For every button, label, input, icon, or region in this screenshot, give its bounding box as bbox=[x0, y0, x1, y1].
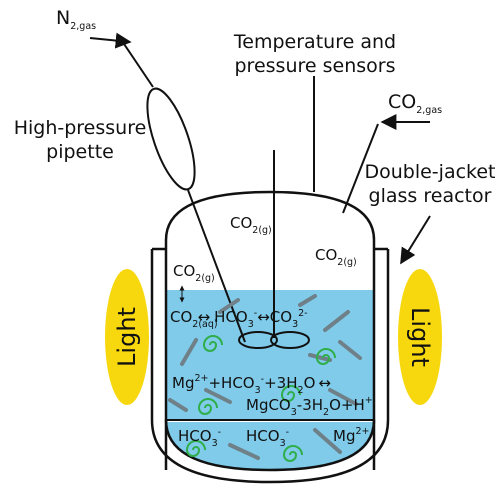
headspace-co2-center: CO2(g) bbox=[230, 214, 272, 236]
headspace-co2-left: CO2(g) bbox=[173, 262, 215, 284]
reactor-callout-arrow bbox=[400, 215, 431, 265]
pipette-label-line1: High-pressure bbox=[14, 117, 147, 139]
particle-rods bbox=[168, 294, 362, 460]
inner-reactor bbox=[164, 190, 376, 470]
left-lamp bbox=[105, 269, 149, 405]
outer-jacket bbox=[150, 249, 390, 484]
pipette-bulb bbox=[146, 87, 196, 191]
sediment-hco3-left: HCO3- bbox=[178, 427, 221, 449]
carbonate-equilibria: CO2(aq)↔HCO3-↔CO32- bbox=[170, 308, 308, 330]
reaction-line-1: Mg2++HCO3-+3H2O↔ bbox=[172, 373, 331, 396]
n2-gas-label: N2,gas bbox=[56, 7, 96, 32]
algae-spirals bbox=[185, 335, 336, 462]
headspace-co2-right: CO2(g) bbox=[315, 246, 357, 268]
right-lamp-label: Light bbox=[406, 307, 434, 367]
co2-inlet-tube bbox=[342, 123, 379, 214]
sensors-label-line1: Temperature and bbox=[233, 31, 396, 53]
sediment-hco3-middle: HCO3- bbox=[246, 427, 289, 449]
sediment-mg: Mg2+ bbox=[333, 426, 369, 445]
stirrer-blade-right bbox=[270, 331, 310, 349]
left-lamp-label: Light bbox=[113, 307, 141, 367]
pipette-tube-lower bbox=[187, 189, 246, 343]
reaction-line-2: MgCO3-3H2O+H+ bbox=[246, 395, 373, 418]
pipette-tube-upper bbox=[119, 37, 154, 88]
n2-inlet-arrow bbox=[89, 32, 132, 49]
right-lamp bbox=[398, 269, 442, 405]
co2-gas-label: CO2,gas bbox=[388, 91, 442, 116]
stirrer-blade-left bbox=[238, 331, 278, 349]
reactor-label-line2: glass reactor bbox=[369, 185, 492, 207]
sensors-label-line2: pressure sensors bbox=[235, 55, 396, 77]
reactor-label-line1: Double-jacket bbox=[364, 161, 495, 183]
pipette-label-line2: pipette bbox=[46, 141, 114, 163]
liquid-phase bbox=[166, 290, 374, 420]
inner-reactor-base bbox=[164, 419, 376, 472]
